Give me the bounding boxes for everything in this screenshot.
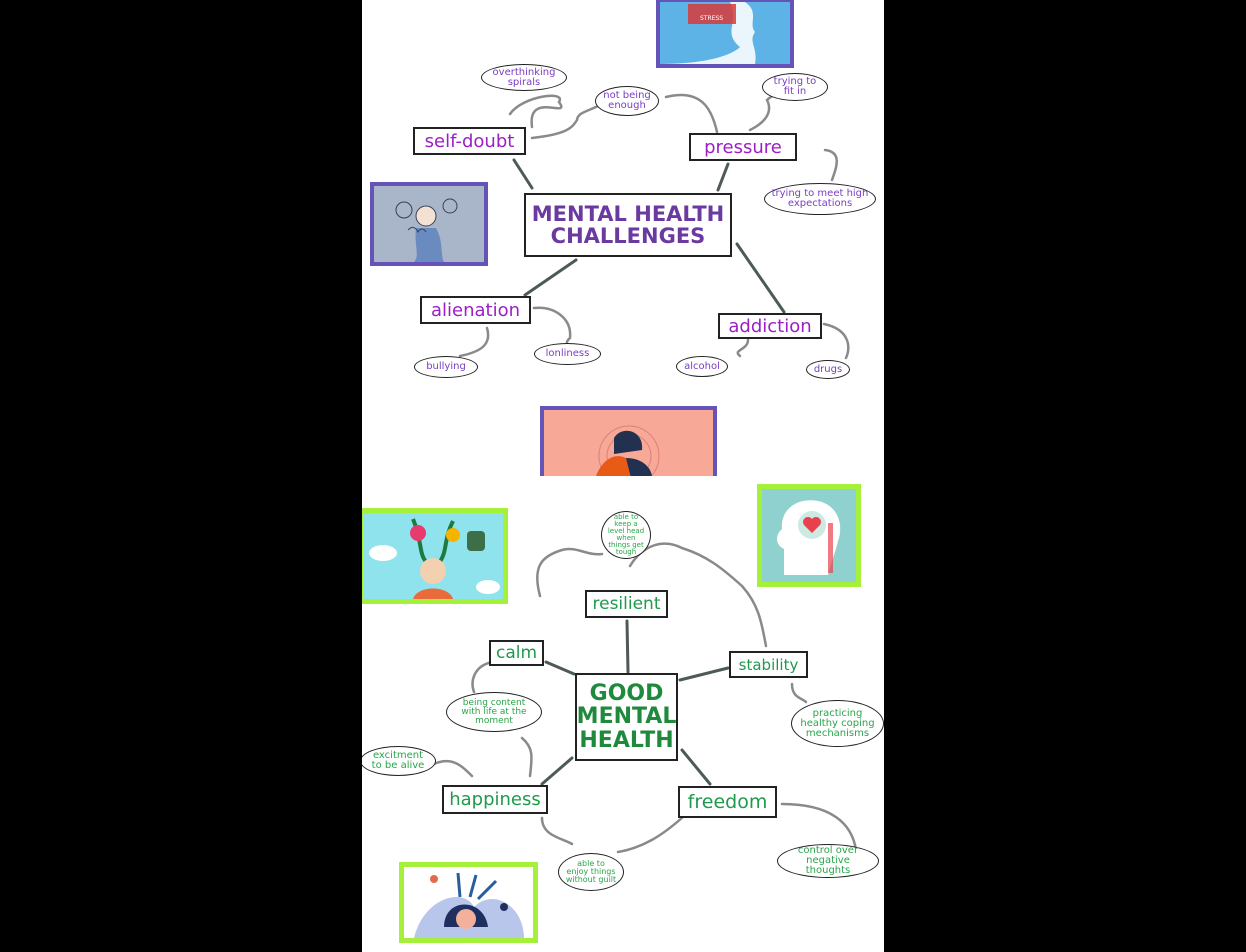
leaf-level-head: able to keep a level head when things ge… (601, 511, 651, 559)
leaf-content: being content with life at the moment (446, 692, 542, 732)
branch-alienation-label: alienation (430, 299, 521, 321)
leaf-enjoy-text: able to enjoy things without guilt (565, 859, 617, 884)
head-word-caption: STRESS (700, 15, 723, 22)
leaf-expectations: trying to meet high expectations (764, 183, 876, 215)
branch-resilient: resilient (585, 590, 668, 618)
leaf-alcohol: alcohol (676, 356, 728, 377)
leaf-content-text: being content with life at the moment (461, 697, 527, 726)
head-illustration: STRESS (656, 0, 794, 68)
leaf-control-text: control over negative thoughts (797, 845, 859, 876)
leaf-overthinking: overthinking spirals (481, 64, 567, 91)
branch-addiction: addiction (718, 313, 822, 339)
challenges-central-text: MENTAL HEALTH CHALLENGES (531, 201, 725, 248)
branch-freedom-label: freedom (687, 791, 768, 813)
branch-addiction-label: addiction (728, 315, 812, 337)
leaf-trying-fit-text: trying to fit in (773, 76, 817, 97)
good-health-central-text: GOOD MENTAL HEALTH (576, 681, 677, 753)
branch-calm: calm (489, 640, 544, 666)
good-health-panel: GOOD MENTAL HEALTH resilient calm stabil… (362, 476, 884, 952)
challenges-central-box: MENTAL HEALTH CHALLENGES (524, 193, 732, 257)
leaf-alcohol-text: alcohol (684, 360, 720, 372)
good-health-central-box: GOOD MENTAL HEALTH (575, 673, 678, 761)
leaf-overthinking-text: overthinking spirals (492, 66, 556, 88)
leaf-not-enough-text: not being enough (603, 90, 651, 111)
branch-calm-label: calm (495, 643, 538, 663)
leaf-coping-text: practicing healthy coping mechanisms (800, 707, 875, 739)
branch-freedom: freedom (678, 786, 777, 818)
sad-person-illustration (540, 406, 717, 476)
branch-self-doubt: self-doubt (413, 127, 526, 155)
leaf-bullying: bullying (414, 356, 478, 378)
branch-pressure: pressure (689, 133, 797, 161)
branch-stability: stability (729, 651, 808, 678)
leaf-excitement: excitment to be alive (362, 746, 436, 776)
leaf-trying-fit: trying to fit in (762, 73, 828, 101)
branch-stability-label: stability (738, 655, 799, 674)
leaf-loneliness-text: lonliness (545, 348, 590, 359)
branch-pressure-label: pressure (704, 136, 782, 158)
flower-head-illustration (362, 508, 508, 604)
challenges-panel: STRESS MENTAL HEALTH CHALLENGES self-dou… (362, 0, 884, 476)
branch-self-doubt-label: self-doubt (424, 130, 515, 152)
branch-alienation: alienation (420, 296, 531, 324)
branch-happiness: happiness (442, 785, 548, 814)
leaf-drugs: drugs (806, 360, 850, 379)
branch-happiness-label: happiness (449, 789, 541, 810)
good-health-connectors (432, 542, 858, 854)
leaf-excitement-text: excitment to be alive (371, 750, 425, 771)
leaf-loneliness: lonliness (534, 343, 601, 365)
branch-resilient-label: resilient (592, 594, 661, 614)
leaf-enjoy: able to enjoy things without guilt (558, 853, 624, 891)
leaf-level-head-text: able to keep a level head when things ge… (607, 513, 645, 556)
brain-heart-illustration (757, 484, 861, 587)
leaf-expectations-text: trying to meet high expectations (771, 188, 869, 209)
leaf-drugs-text: drugs (813, 363, 843, 375)
leaf-not-enough: not being enough (595, 86, 659, 116)
leaf-control: control over negative thoughts (777, 844, 879, 878)
leaf-coping: practicing healthy coping mechanisms (791, 700, 884, 747)
thinking-person-illustration (370, 182, 488, 266)
leaf-bullying-text: bullying (426, 361, 466, 372)
hair-plants-illustration (399, 862, 538, 943)
